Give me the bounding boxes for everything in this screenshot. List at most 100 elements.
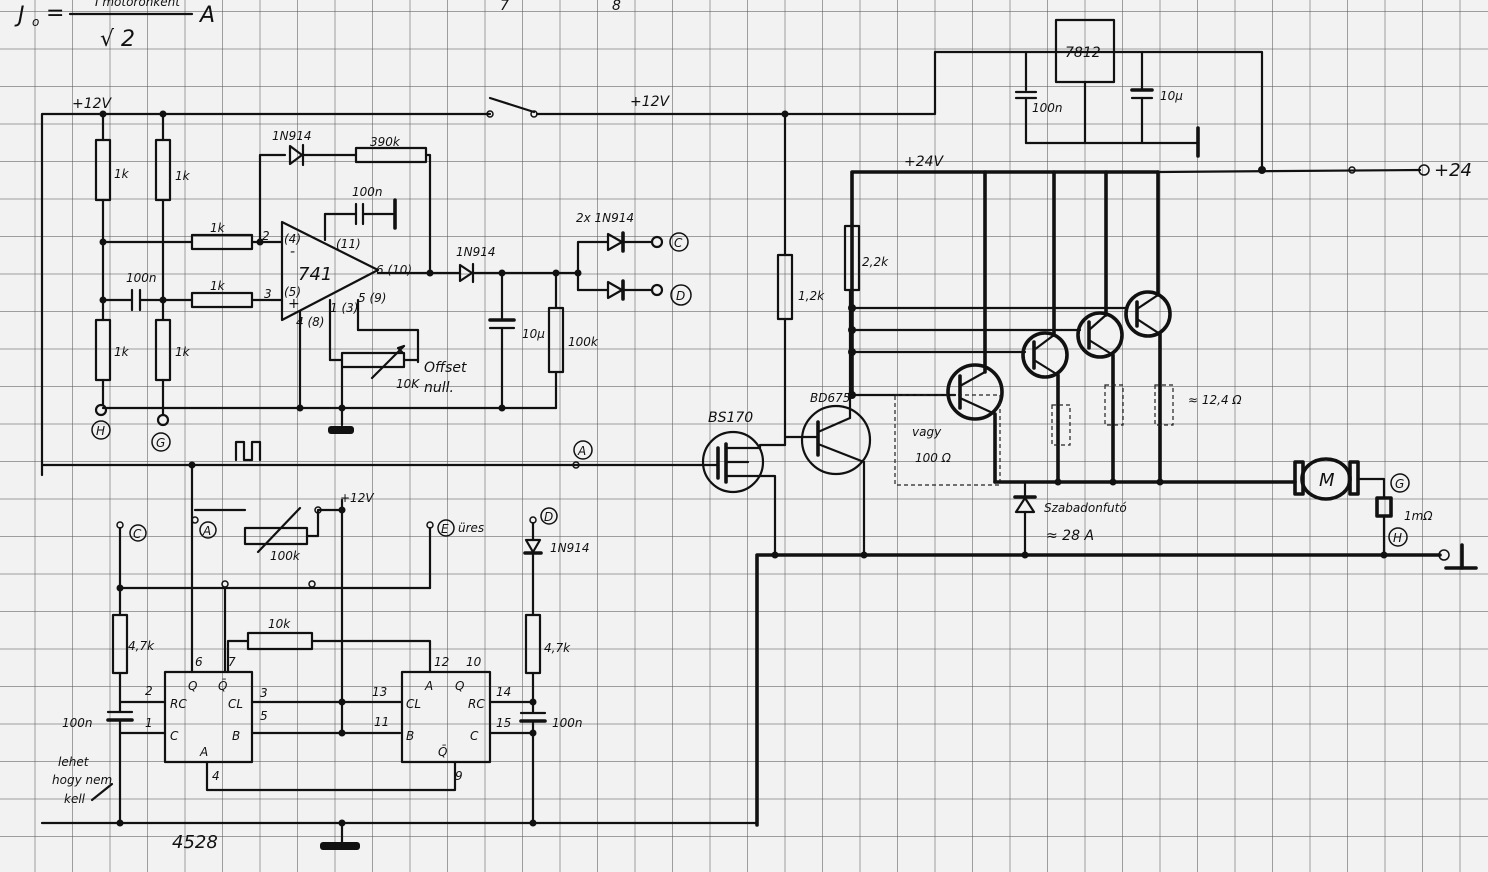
svg-text:H: H [96, 424, 105, 438]
rail-12v-right [535, 50, 1264, 172]
svg-text:10K: 10K [396, 377, 420, 391]
svg-text:Offset: Offset [424, 360, 467, 376]
svg-text:Q̄: Q̄ [438, 745, 447, 759]
resistor-1k-d [154, 318, 172, 382]
svg-text:3: 3 [264, 287, 272, 301]
power-transistors: 2,2k vagy 100 Ω ≈ [843, 224, 1297, 557]
transistor-bd675 [800, 404, 872, 476]
svg-text:1k: 1k [210, 221, 226, 235]
svg-text:hogy nem: hogy nem [52, 773, 112, 787]
svg-text:+12V: +12V [340, 491, 374, 505]
svg-text:4: 4 [212, 769, 220, 783]
svg-text:BD675: BD675 [810, 391, 850, 405]
motor-block: M G 1mΩ H [1293, 457, 1433, 557]
svg-text:5 (9): 5 (9) [358, 291, 386, 305]
diode-1n914-out [458, 263, 474, 283]
input-dividers: 1k 1k H 1k 1k G 100n 1k 1k 2 [91, 110, 284, 452]
svg-text:-: - [290, 244, 295, 260]
node-c [669, 232, 689, 252]
rail-12v-top-label: +12V [630, 94, 671, 110]
svg-text:(4): (4) [284, 232, 301, 246]
svg-text:B: B [406, 729, 414, 743]
rail-12v-left-label: +12V [72, 96, 113, 112]
ic-4528-right-half [400, 670, 492, 764]
resistor-100k [547, 306, 565, 374]
power-transistor-1 [946, 363, 1004, 421]
svg-text:M: M [1319, 470, 1335, 491]
svg-text:100n: 100n [126, 271, 157, 285]
svg-text:B: B [232, 729, 240, 743]
svg-text:13: 13 [372, 685, 387, 699]
svg-text:üres: üres [458, 521, 484, 535]
formula-lhs: J [14, 3, 25, 28]
resistor-1-2k [776, 253, 794, 321]
svg-text:100n: 100n [62, 716, 93, 730]
rail-24v: +24V +24 [850, 154, 1472, 374]
rail-12v-left [40, 112, 492, 477]
svg-text:D: D [676, 289, 685, 303]
svg-text:Q: Q [455, 679, 464, 693]
svg-text:2,2k: 2,2k [862, 255, 889, 269]
svg-text:C: C [133, 527, 142, 541]
svg-text:C: C [674, 236, 683, 250]
svg-text:A: A [424, 679, 433, 693]
optional-resistor-box [894, 394, 1001, 486]
formula-sub: o [32, 15, 39, 29]
svg-text:2: 2 [145, 684, 153, 698]
svg-text:1mΩ: 1mΩ [1404, 509, 1433, 523]
svg-text:vagy: vagy [912, 425, 942, 439]
resistor-4-7k-left [111, 613, 129, 675]
svg-text:1N914: 1N914 [456, 245, 496, 259]
svg-text:G: G [156, 436, 165, 450]
resistor-1k-b [94, 318, 112, 382]
regulator-label: 7812 [1065, 45, 1101, 61]
cap-reg-in-label: 100n [1032, 101, 1063, 115]
svg-text:lehet: lehet [58, 755, 90, 769]
svg-text:1N914: 1N914 [550, 541, 590, 555]
terminal-h [94, 403, 108, 417]
svg-text:D: D [544, 510, 553, 524]
signal-a-line: A [40, 440, 702, 469]
svg-text:BS170: BS170 [708, 410, 753, 426]
svg-text:10: 10 [466, 655, 482, 669]
regulator-block: 7812 100n 10µ [1014, 18, 1200, 158]
svg-text:5: 5 [260, 709, 268, 723]
svg-text:100n: 100n [352, 185, 383, 199]
resistor-1k-e [190, 233, 254, 251]
power-transistor-3 [1076, 311, 1124, 359]
diode-1n914-fb [288, 144, 304, 166]
svg-text:1,2k: 1,2k [798, 289, 825, 303]
formula: J o = I motoronkent √ 2 A 7 8 [14, 0, 621, 52]
svg-text:1k: 1k [175, 345, 191, 359]
ground-symbol-4528 [320, 842, 360, 850]
svg-text:9: 9 [455, 769, 463, 783]
shunt-1mohm [1375, 496, 1393, 518]
svg-text:CL: CL [406, 697, 421, 711]
svg-text:1k: 1k [210, 279, 226, 293]
opamp-feedback: 1N914 390k 1N914 10µ 100k C [101, 129, 692, 412]
svg-text:G: G [1395, 477, 1404, 491]
svg-text:(11): (11) [336, 237, 361, 251]
svg-text:H: H [1393, 531, 1402, 545]
page-mark-7: 7 [500, 0, 509, 14]
svg-text:4,7k: 4,7k [544, 641, 571, 655]
svg-text:A: A [202, 524, 211, 538]
svg-text:4 (8): 4 (8) [296, 315, 324, 329]
svg-text:E: E [441, 522, 449, 536]
svg-text:kell: kell [64, 792, 86, 806]
svg-text:A: A [577, 444, 586, 458]
svg-text:1N914: 1N914 [272, 129, 312, 143]
ground-terminal [1438, 549, 1450, 561]
freewheel-diode [1014, 496, 1036, 514]
svg-text:RC: RC [170, 697, 187, 711]
svg-text:RC: RC [468, 697, 485, 711]
svg-text:741: 741 [298, 264, 332, 285]
output-24v-terminal [1418, 164, 1430, 176]
svg-text:2: 2 [262, 229, 270, 243]
svg-text:6 (10): 6 (10) [376, 263, 412, 277]
svg-text:10k: 10k [268, 617, 291, 631]
svg-text:1k: 1k [114, 167, 130, 181]
resistor-1k-c [154, 138, 172, 202]
